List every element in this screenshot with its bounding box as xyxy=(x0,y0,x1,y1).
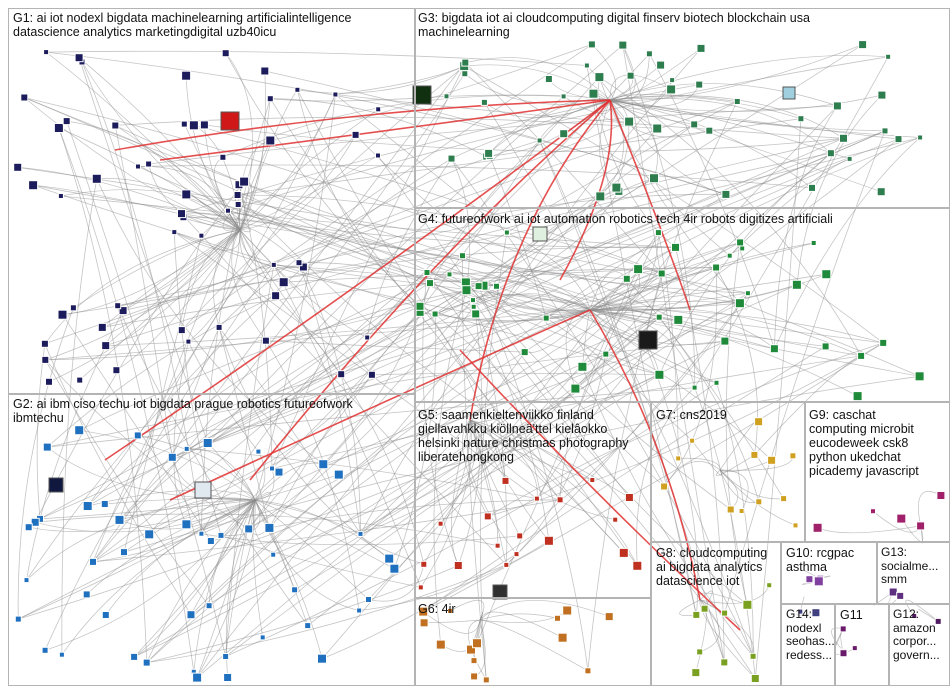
group-box-g3: G3: bigdata iot ai cloudcomputing digita… xyxy=(415,8,950,208)
group-label-g14: G14: nodexl seohas... redess... xyxy=(786,608,834,662)
group-box-g12: G12: amazon corpor... govern... xyxy=(889,604,950,686)
group-label-g12: G12: amazon corpor... govern... xyxy=(893,608,940,662)
group-box-g10: G10: rcgpac asthma xyxy=(781,542,877,604)
group-box-g9: G9: caschat computing microbit eucodewee… xyxy=(805,402,950,542)
group-label-g2: G2: ai ibm ciso techu iot bigdata prague… xyxy=(13,397,353,425)
group-box-g6: G6: 4ir xyxy=(415,598,651,686)
group-box-g11: G11 xyxy=(835,604,889,686)
group-label-g5: G5: saamenkieltenviikko finland giellava… xyxy=(418,408,629,464)
group-box-g7: G7: cns2019 xyxy=(651,402,805,542)
group-label-g11: G11 xyxy=(840,608,863,622)
group-box-g2: G2: ai ibm ciso techu iot bigdata prague… xyxy=(8,394,415,686)
group-box-g1: G1: ai iot nodexl bigdata machinelearnin… xyxy=(8,8,415,394)
group-label-g1: G1: ai iot nodexl bigdata machinelearnin… xyxy=(13,11,351,39)
group-label-g13: G13: socialme... smm xyxy=(881,546,938,587)
group-box-g5: G5: saamenkieltenviikko finland giellava… xyxy=(415,402,651,598)
group-label-g6: G6: 4ir xyxy=(418,602,456,616)
group-box-g14: G14: nodexl seohas... redess... xyxy=(781,604,835,686)
group-label-g10: G10: rcgpac asthma xyxy=(786,546,854,574)
group-box-g13: G13: socialme... smm xyxy=(877,542,950,604)
group-label-g8: G8: cloudcomputing ai bigdata analytics … xyxy=(656,546,767,588)
group-label-g3: G3: bigdata iot ai cloudcomputing digita… xyxy=(418,11,810,39)
group-label-g7: G7: cns2019 xyxy=(656,408,727,422)
group-box-g8: G8: cloudcomputing ai bigdata analytics … xyxy=(651,542,781,686)
group-label-g4: G4: futureofwork ai iot automation robot… xyxy=(418,212,833,226)
group-label-g9: G9: caschat computing microbit eucodewee… xyxy=(809,408,919,478)
group-box-g4: G4: futureofwork ai iot automation robot… xyxy=(415,208,950,402)
